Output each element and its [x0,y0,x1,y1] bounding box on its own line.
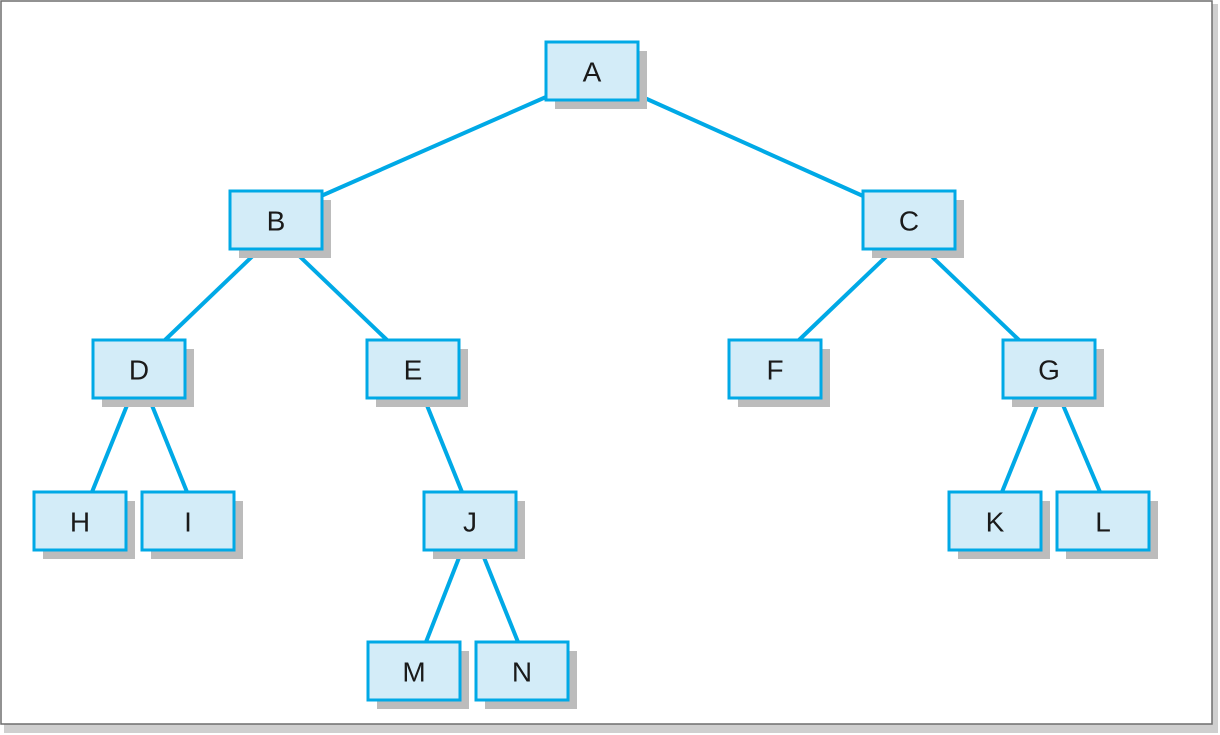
node-i: I [140,490,243,559]
node-box [140,490,236,552]
node-box [365,338,461,400]
edge-c-f [797,247,896,342]
edge-b-d [163,247,262,342]
node-f: F [727,338,830,407]
edge-j-n [479,549,520,643]
edge-a-c [637,93,864,198]
node-label: H [70,507,90,538]
node-box [1001,338,1097,400]
node-label: D [129,355,149,386]
nodes-layer: A B C D E F G H I J K L M N [32,40,1158,709]
node-box [91,338,187,400]
node-label: M [402,657,425,688]
node-label: B [267,206,286,237]
node-label: G [1038,355,1060,386]
node-b: B [228,189,331,258]
edge-b-e [290,247,389,342]
node-label: J [463,507,477,538]
edge-a-b [320,95,547,198]
node-box [1055,490,1151,552]
edge-c-g [922,247,1021,342]
node-box [228,189,324,251]
node-j: J [422,490,525,559]
edge-j-m [424,549,464,643]
node-k: K [947,490,1050,559]
node-g: G [1001,338,1104,407]
node-label: A [583,57,602,88]
edge-g-l [1058,397,1102,493]
node-box [474,640,570,702]
edge-e-j [422,397,464,493]
node-h: H [32,490,135,559]
edge-g-k [1000,397,1042,493]
node-box [947,490,1043,552]
node-e: E [365,338,468,407]
edge-d-h [90,397,132,493]
node-m: M [366,640,469,709]
node-a: A [544,40,647,109]
node-label: N [512,657,532,688]
node-label: I [184,507,192,538]
node-label: K [986,507,1005,538]
node-label: C [899,206,919,237]
node-box [32,490,128,552]
node-box [544,40,640,102]
node-l: L [1055,490,1158,559]
node-box [366,640,462,702]
node-box [861,189,957,251]
node-box [422,490,518,552]
node-label: F [766,355,783,386]
node-c: C [861,189,964,258]
edge-d-i [147,397,189,493]
node-box [727,338,823,400]
node-label: E [404,355,423,386]
node-n: N [474,640,577,709]
node-d: D [91,338,194,407]
edges-layer [90,93,1102,643]
node-label: L [1095,507,1111,538]
